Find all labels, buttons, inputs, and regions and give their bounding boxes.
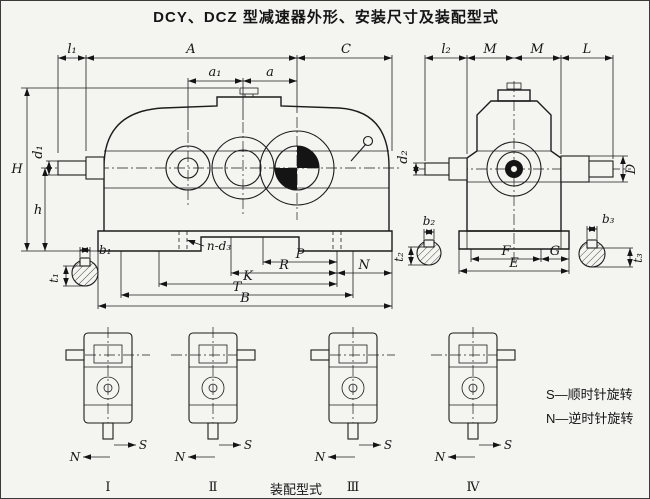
main-dimension-lines bbox=[24, 55, 392, 309]
dim-F: F bbox=[500, 244, 511, 259]
dim-R: R bbox=[278, 258, 289, 273]
label-s: S bbox=[504, 438, 512, 452]
output-stub bbox=[102, 422, 114, 440]
dim-C: C bbox=[341, 42, 351, 57]
label-n: N bbox=[314, 450, 326, 464]
output-stub bbox=[207, 422, 219, 440]
main-view: l₁ A C a₁ a H d₁ h b₁ t₁ n-d₃ P R N K T … bbox=[10, 42, 401, 309]
label-s: S bbox=[139, 438, 147, 452]
label-n: N bbox=[69, 450, 81, 464]
assembly-caption: 装配型式 bbox=[270, 482, 322, 497]
assembly-variant-4: S N Ⅳ bbox=[431, 327, 516, 495]
dim-T: T bbox=[233, 280, 243, 295]
side-view: l₂ M M L d₂ D b₂ t₂ b₃ t₃ F G E bbox=[392, 42, 645, 274]
key-section-detail-2 bbox=[408, 229, 442, 266]
dim-B: B bbox=[239, 291, 250, 306]
shaft-bore-2 bbox=[211, 136, 275, 200]
foundation-bolt-holes bbox=[178, 231, 342, 251]
bearing-bore bbox=[486, 141, 542, 197]
input-stub bbox=[65, 349, 85, 361]
top-cover bbox=[497, 89, 531, 102]
variant-label-1: Ⅰ bbox=[105, 480, 110, 495]
output-stub bbox=[467, 422, 479, 440]
dim-P: P bbox=[295, 247, 305, 262]
main-dim-labels: l₁ A C a₁ a H d₁ h b₁ t₁ n-d₃ P R N K T … bbox=[10, 42, 370, 306]
side-input-shaft bbox=[424, 162, 450, 176]
input-shaft bbox=[57, 160, 87, 176]
dim-h: h bbox=[34, 203, 42, 218]
variant-label-4: Ⅳ bbox=[467, 480, 481, 495]
dim-a: a bbox=[266, 65, 274, 80]
label-s: S bbox=[384, 438, 392, 452]
base-flange bbox=[97, 230, 393, 252]
dim-a1: a₁ bbox=[209, 65, 222, 80]
breather-cap bbox=[506, 82, 522, 90]
variant-label-2: Ⅱ bbox=[209, 480, 218, 495]
dim-D: D bbox=[624, 163, 639, 175]
dim-M-left: M bbox=[482, 42, 497, 57]
dim-b1: b₁ bbox=[99, 243, 112, 257]
shaft-bore-1 bbox=[165, 145, 211, 191]
dim-d1: d₁ bbox=[31, 145, 46, 159]
dim-b2: b₂ bbox=[423, 214, 436, 228]
dim-n-d3: n-d₃ bbox=[207, 239, 231, 253]
dim-H: H bbox=[10, 162, 23, 177]
dim-E: E bbox=[508, 256, 519, 271]
dim-t3: t₃ bbox=[631, 253, 645, 263]
bolt-hole-leader bbox=[186, 239, 205, 247]
label-s: S bbox=[244, 438, 252, 452]
center-symbol-quadrant bbox=[275, 168, 297, 190]
dim-t2: t₂ bbox=[392, 252, 406, 262]
dim-N: N bbox=[357, 258, 370, 273]
key-section-detail-1 bbox=[63, 247, 99, 287]
dim-K: K bbox=[242, 269, 254, 284]
legend-counterclockwise: N—逆时针旋转 bbox=[546, 411, 633, 426]
side-housing bbox=[424, 82, 614, 250]
input-stub bbox=[236, 349, 256, 361]
dim-A: A bbox=[185, 42, 195, 57]
input-stub bbox=[310, 349, 330, 361]
side-dimension-lines bbox=[413, 55, 626, 274]
assembly-variant-1: S N Ⅰ bbox=[65, 327, 150, 495]
keyway-1 bbox=[79, 257, 91, 267]
dim-M-right: M bbox=[529, 42, 544, 57]
dim-d2: d₂ bbox=[396, 150, 411, 164]
label-n: N bbox=[434, 450, 446, 464]
variant-label-3: Ⅲ bbox=[347, 480, 360, 495]
side-dim-labels: l₂ M M L d₂ D b₂ t₂ b₃ t₃ F G E bbox=[392, 42, 645, 271]
input-stub bbox=[496, 349, 516, 361]
page-title: DCY、DCZ 型减速器外形、安装尺寸及装配型式 bbox=[153, 8, 499, 26]
assembly-variant-2: S N Ⅱ bbox=[171, 327, 256, 495]
dim-L: L bbox=[582, 42, 592, 57]
dim-l1: l₁ bbox=[67, 42, 76, 57]
dim-t1: t₁ bbox=[47, 273, 61, 283]
dim-b3: b₃ bbox=[602, 212, 615, 226]
output-shaft bbox=[560, 155, 590, 183]
dim-G: G bbox=[550, 244, 560, 259]
output-stub bbox=[347, 422, 359, 440]
gearbox-housing bbox=[57, 87, 393, 252]
oil-dipstick bbox=[350, 143, 367, 162]
keyway-2 bbox=[423, 239, 435, 248]
assembly-variant-3: S N Ⅲ bbox=[310, 327, 395, 495]
keyway-3 bbox=[586, 239, 598, 249]
key-section-detail-3 bbox=[578, 226, 633, 268]
shaft-bore-3 bbox=[259, 130, 335, 206]
dim-l2: l₂ bbox=[441, 42, 450, 57]
breather-cap bbox=[239, 87, 259, 95]
center-symbol-quadrant bbox=[297, 146, 319, 168]
label-n: N bbox=[174, 450, 186, 464]
legend-clockwise: S—顺时针旋转 bbox=[546, 387, 633, 402]
